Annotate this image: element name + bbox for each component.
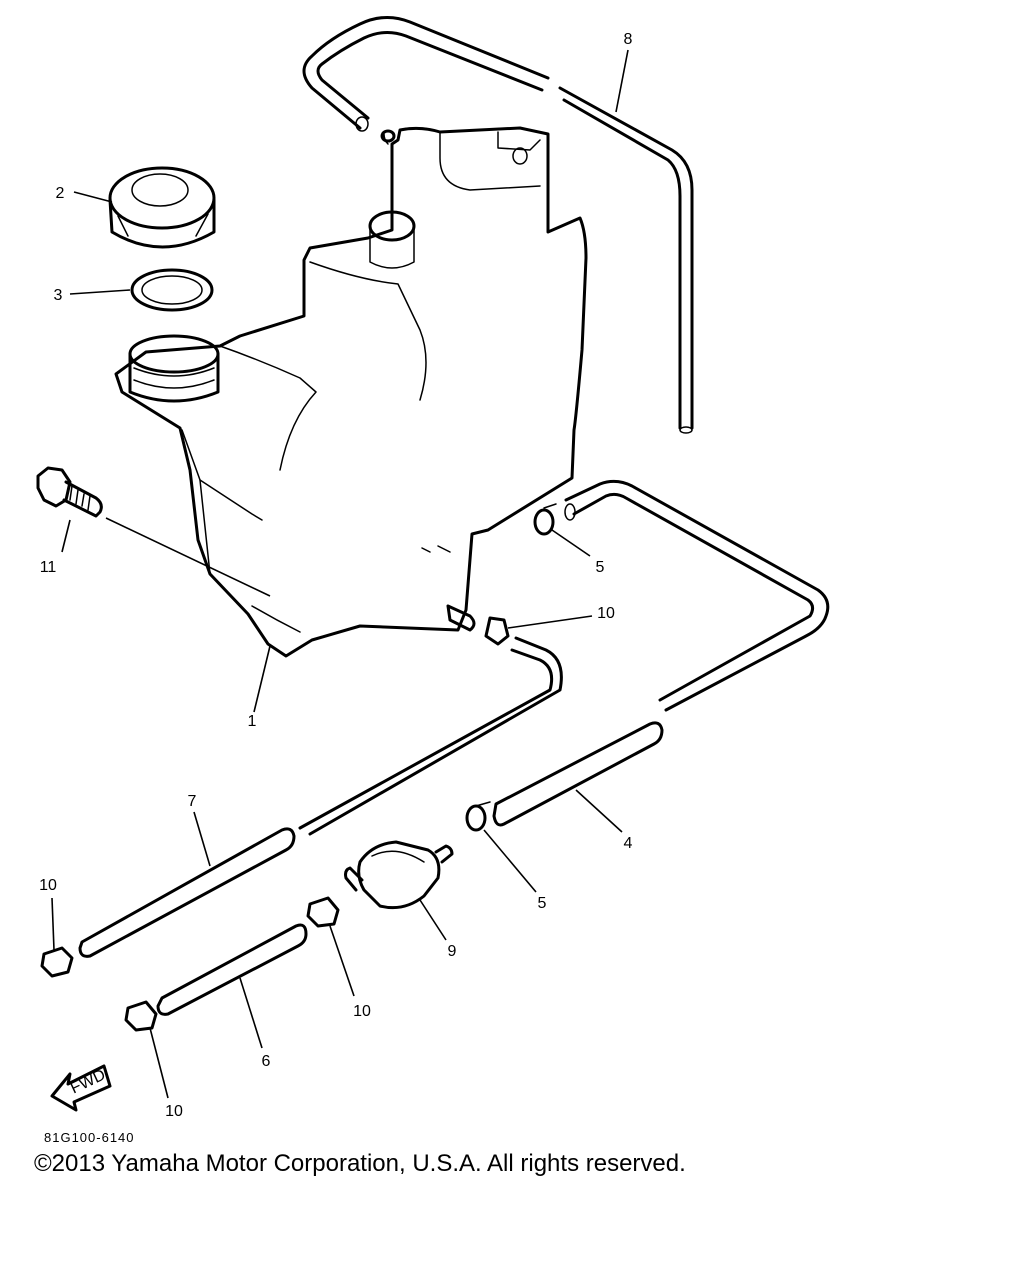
- cap-gasket: [130, 268, 214, 312]
- hose-8: [302, 16, 694, 434]
- callout-7: 7: [188, 793, 197, 810]
- leader-lines: [51, 49, 629, 1099]
- bolt: [36, 466, 103, 518]
- fuel-filter: [344, 840, 454, 910]
- hose-4: [492, 479, 830, 827]
- clamp-10-a: [40, 946, 74, 978]
- fwd-arrow-icon: [50, 1064, 112, 1112]
- tank-outlet-fitting: [446, 604, 510, 646]
- callout-5-lower: 5: [538, 895, 547, 912]
- callout-10-left: 10: [39, 877, 57, 894]
- clamp-10-b: [124, 1000, 158, 1032]
- callout-10-middle: 10: [353, 1003, 371, 1020]
- callout-4: 4: [624, 835, 633, 852]
- clip-5-upper: [533, 503, 557, 536]
- copyright-notice: ©2013 Yamaha Motor Corporation, U.S.A. A…: [34, 1150, 686, 1177]
- callout-2: 2: [56, 185, 65, 202]
- drawing-code: 81G100-6140: [44, 1130, 135, 1145]
- callout-6: 6: [262, 1053, 271, 1070]
- callout-1: 1: [248, 713, 257, 730]
- callout-5-upper: 5: [596, 559, 605, 576]
- clamp-10-c: [306, 896, 340, 928]
- callout-3: 3: [54, 287, 63, 304]
- reservoir-tank: [114, 126, 588, 658]
- hose-6: [156, 923, 308, 1016]
- reservoir-cap: [108, 166, 216, 249]
- callout-11: 11: [40, 559, 57, 576]
- callout-10-upper: 10: [597, 605, 615, 622]
- callout-9: 9: [448, 943, 457, 960]
- callout-10-bottom: 10: [165, 1103, 183, 1120]
- clip-5-lower: [465, 801, 491, 832]
- fwd-label: FWD: [68, 1067, 108, 1098]
- callout-8: 8: [624, 31, 633, 48]
- hose-7: [78, 636, 563, 958]
